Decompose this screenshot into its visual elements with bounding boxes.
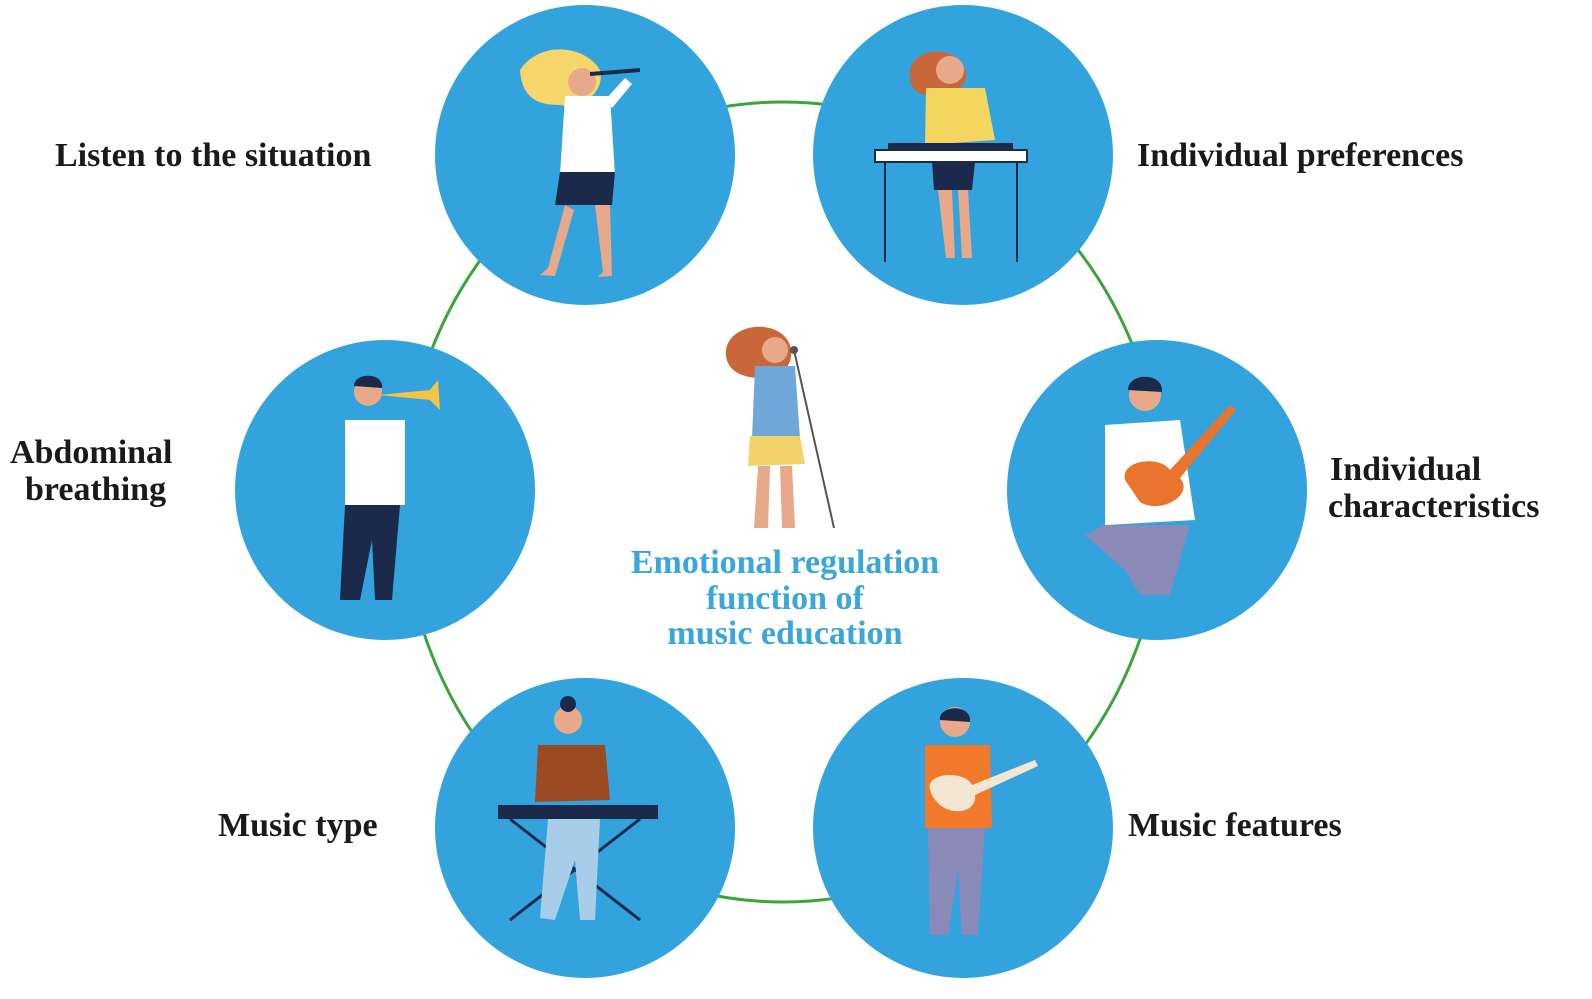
label-features: Music features: [1128, 807, 1342, 844]
center-title-line-2: function of: [706, 579, 864, 617]
acoustic-guitarist-icon: [925, 707, 1038, 935]
label-type: Music type: [218, 807, 378, 844]
flute-player-icon: [520, 49, 641, 277]
center-title: Emotional regulation function of music e…: [560, 545, 1010, 652]
center-title-line-3: music education: [667, 615, 903, 653]
singer-with-microphone-icon: [725, 326, 835, 529]
label-abdominal: Abdominal breathing: [10, 434, 173, 508]
label-characteristics: Individual characteristics: [1328, 451, 1540, 525]
electric-guitarist-icon: [1085, 376, 1236, 595]
center-title-line-1: Emotional regulation: [630, 544, 940, 581]
label-prefs: Individual preferences: [1137, 137, 1464, 174]
keyboard-player-icon: [498, 696, 658, 922]
dj-keyboard-player-icon: [874, 51, 1028, 262]
trumpet-player-icon: [340, 375, 440, 600]
label-listen: Listen to the situation: [55, 137, 372, 174]
